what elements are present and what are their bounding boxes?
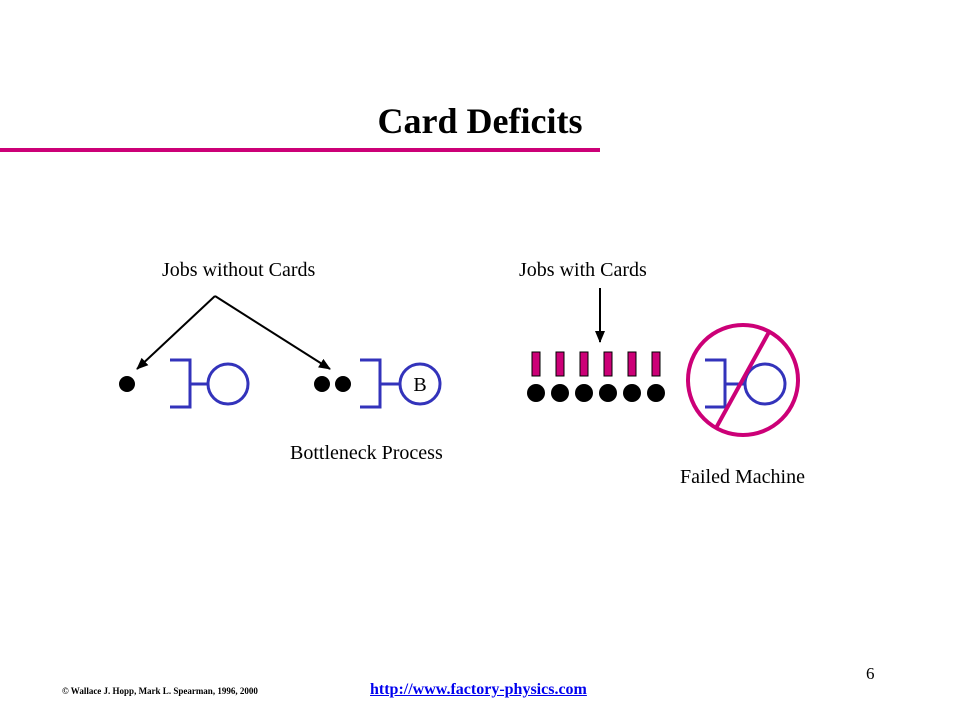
arrow-icon <box>214 295 331 370</box>
job-dot-icon <box>527 384 665 402</box>
label-jobs-with-cards: Jobs with Cards <box>519 259 647 281</box>
job-dot-icon <box>119 376 135 392</box>
label-failed-machine: Failed Machine <box>680 466 805 488</box>
arrows-jobs-without-cards <box>136 295 331 370</box>
title-underline <box>0 148 600 152</box>
job-dot-icon <box>335 376 351 392</box>
kanban-card-icon <box>531 351 661 377</box>
machine-icon <box>743 362 787 406</box>
machine-icon <box>398 362 442 406</box>
machine-buffer-icon <box>360 358 400 409</box>
station-failed <box>686 323 800 437</box>
label-jobs-without-cards: Jobs without Cards <box>162 259 316 281</box>
bottleneck-marker: B <box>413 374 426 396</box>
footer-link[interactable]: http://www.factory-physics.com <box>370 681 587 698</box>
machine-icon <box>206 362 250 406</box>
station-1 <box>119 358 250 409</box>
page-number: 6 <box>866 664 875 683</box>
prohibition-icon <box>686 323 800 437</box>
arrow-icon <box>136 295 216 370</box>
label-bottleneck-process: Bottleneck Process <box>290 442 443 464</box>
slide-title: Card Deficits <box>377 101 583 141</box>
jobs-with-cards <box>527 351 665 402</box>
machine-buffer-icon <box>170 358 208 409</box>
job-dot-icon <box>314 376 330 392</box>
station-bottleneck: B <box>314 358 442 409</box>
footer-copyright: © Wallace J. Hopp, Mark L. Spearman, 199… <box>62 686 258 696</box>
